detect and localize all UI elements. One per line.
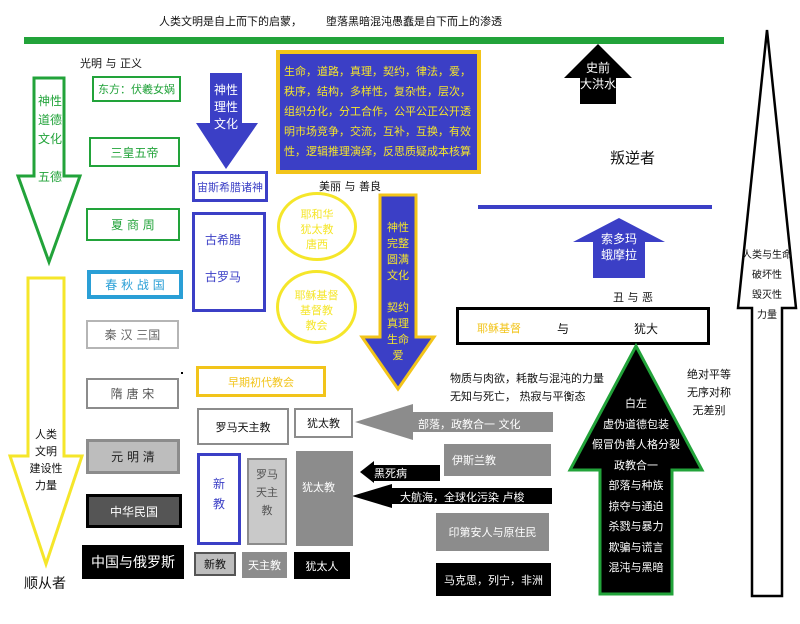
prehistory-up-arrow (564, 44, 632, 104)
prehistory-text: 史前大洪水 (579, 61, 616, 91)
judaism-small-box: 犹太教 (294, 408, 353, 438)
follower-label: 顺从者 (24, 576, 66, 592)
ancient-greece: 古希腊 (205, 233, 242, 247)
era-china-russia: 中国与俄罗斯 (82, 545, 184, 579)
tribal-text: 部落，政教合一 文化 (418, 418, 521, 431)
blue-yellow-down-arrow (359, 193, 437, 392)
black-death-arrow (360, 461, 440, 483)
era-sui-tang: 隋 唐 宋 (86, 378, 179, 409)
marx-box: 马克思，列宁，非洲 (436, 563, 551, 596)
black-death-text: 黑死病 (374, 467, 407, 480)
light-justice-label: 光明 与 正义 (80, 57, 142, 70)
sodom-text: 索多玛蛾摩拉 (600, 232, 637, 262)
bottom-jews: 犹太人 (294, 552, 350, 579)
darkness-up-arrow (567, 342, 705, 596)
catholic-box: 罗马天主教 (197, 408, 289, 445)
yellow-arrow-text: 人类文明建设性力量 (29, 428, 63, 492)
era-fuxi: 东方：伏羲女娲 (92, 76, 181, 102)
rebel-label: 叛逆者 (610, 149, 656, 167)
protestant-vertical: 新教 (197, 453, 241, 545)
material-line-2: 无知与死亡， 热寂与平衡态 (450, 390, 586, 403)
blue-down-arrow (196, 73, 258, 169)
roman-catholic-vertical: 罗马天主教 (247, 458, 287, 545)
top-green-line (24, 37, 724, 44)
jesus-label: 耶稣基督 (477, 322, 521, 335)
green-down-arrow (15, 76, 83, 267)
circle-jesus: 耶稣基督基督教教会 (276, 270, 357, 344)
indians-box: 印第安人与原住民 (436, 513, 549, 551)
header-left: 人类文明是自上而下的启蒙， (159, 15, 302, 28)
beauty-goodness-label: 美丽 与 善良 (319, 180, 381, 193)
values-panel: 生命，道路，真理，契约，律法，爱，秩序，结构，多样性，复杂性，层次，组织分化，分… (276, 50, 481, 174)
ancient-rome: 古罗马 (205, 270, 242, 284)
yellow-down-arrow (7, 276, 85, 569)
material-line-1: 物质与肉欲，耗散与混沌的力量 (450, 372, 604, 385)
values-panel-text: 生命，道路，真理，契约，律法，爱，秩序，结构，多样性，复杂性，层次，组织分化，分… (284, 65, 471, 158)
era-yuan-ming: 元 明 清 (86, 439, 180, 474)
era-xia-shang-zhou: 夏 商 周 (86, 208, 180, 241)
voyage-text: 大航海，全球化污染 卢梭 (400, 491, 525, 504)
destruction-up-arrow (736, 29, 798, 598)
circle-jehovah: 耶和华犹太教唐西 (277, 192, 357, 261)
judas-label: 犹大 (634, 322, 659, 336)
green-arrow-text: 神性道德文化五德 (37, 94, 62, 184)
and-label: 与 (557, 322, 570, 336)
voyage-arrow (352, 484, 552, 508)
blue-divider (478, 205, 712, 209)
dot (181, 372, 183, 374)
bottom-catholic: 天主教 (242, 552, 287, 578)
header-right: 堕落黑暗混沌愚蠢是自下而上的渗透 (326, 15, 502, 28)
destruction-arrow-text: 人类与生命破坏性毁灭性力量 (742, 250, 792, 321)
era-roc: 中华民国 (86, 494, 182, 528)
ugly-evil-label: 丑 与 恶 (613, 291, 653, 304)
era-chunqiu: 春 秋 战 国 (87, 270, 183, 299)
judaism-grey-vertical: 犹太教 (296, 451, 353, 546)
blue-arrow-text: 神性理性文化 (213, 83, 238, 131)
sodom-up-arrow (573, 218, 665, 278)
jesus-judas-box: 耶稣基督 与 犹大 (456, 307, 710, 345)
tribal-left-arrow (355, 404, 553, 440)
greece-rome-box: 古希腊 古罗马 (192, 212, 266, 312)
darkness-arrow-text: 白左虚伪道德包装假冒伪善人格分裂政教合一部落与种族掠夺与通迫杀戮与暴力欺骗与谎言… (592, 397, 680, 574)
islam-box: 伊斯兰教 (444, 444, 551, 476)
era-sanhuang: 三皇五帝 (89, 137, 180, 167)
early-church-box: 早期初代教会 (196, 366, 326, 397)
absolute-equality-text: 绝对平等无序对称无差别 (687, 368, 731, 417)
greek-gods-box: 宙斯希腊诸神 (192, 171, 268, 202)
blue-yellow-arrow-text: 神性完整圆满文化契约真理生命爱 (387, 221, 409, 362)
era-qin-han: 秦 汉 三国 (86, 320, 179, 349)
bottom-protestant: 新教 (194, 552, 236, 576)
